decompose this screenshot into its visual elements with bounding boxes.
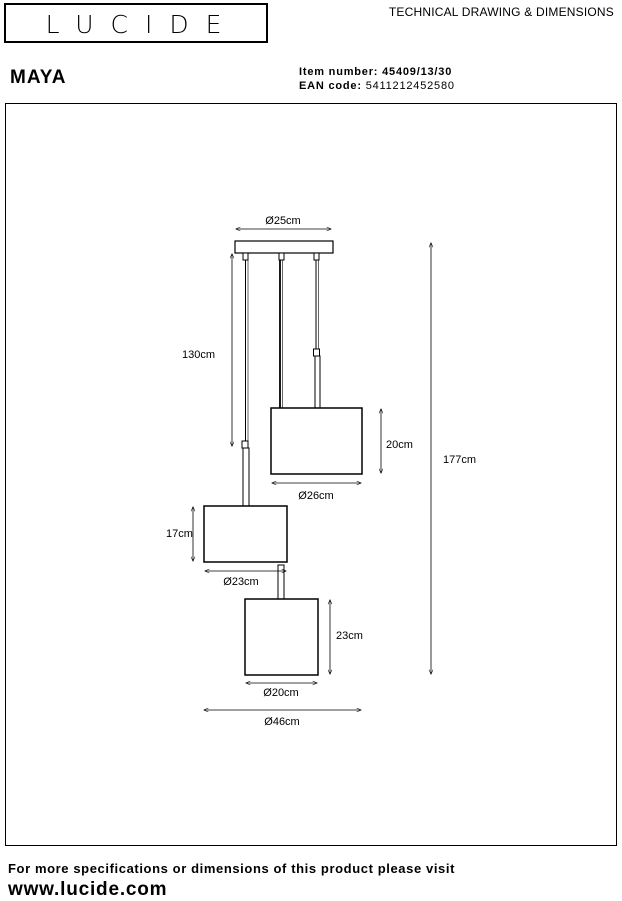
footer-note: For more specifications or dimensions of… xyxy=(8,861,456,876)
total-width-label: Ø46cm xyxy=(264,716,299,728)
shade-top xyxy=(270,407,363,475)
document-type: TECHNICAL DRAWING & DIMENSIONS xyxy=(388,5,614,19)
cable-right-rod xyxy=(314,355,321,409)
cable-right-connector xyxy=(313,348,320,357)
product-name: MAYA xyxy=(10,67,67,88)
shade-bottom-height-label: 23cm xyxy=(336,630,363,642)
ean-row: EAN code: 5411212452580 xyxy=(299,79,455,93)
item-number-row: Item number: 45409/13/30 xyxy=(299,65,455,79)
shade-middle xyxy=(203,505,288,563)
cable-anchor-right xyxy=(313,252,320,261)
cable-left-connector xyxy=(241,440,249,449)
shade-middle-diameter-label: Ø23cm xyxy=(223,576,258,588)
brand-logo-text: LUCIDE xyxy=(45,10,239,39)
cable-length-label: 130cm xyxy=(182,349,215,361)
shade-middle-height-label: 17cm xyxy=(166,528,193,540)
product-meta: Item number: 45409/13/30 EAN code: 54112… xyxy=(299,65,455,93)
shade-bottom xyxy=(244,598,319,676)
ean-label: EAN code: xyxy=(299,80,362,92)
shade-bottom-diameter-label: Ø20cm xyxy=(263,687,298,699)
cable-anchor-center xyxy=(278,252,285,261)
item-number-label: Item number: xyxy=(299,66,379,78)
ceiling-canopy xyxy=(234,240,334,254)
shade-top-height-label: 20cm xyxy=(386,439,413,451)
drawing-frame xyxy=(5,103,617,846)
canopy-diameter-label: Ø25cm xyxy=(265,215,300,227)
total-height-label: 177cm xyxy=(443,454,476,466)
ean-value: 5411212452580 xyxy=(365,80,455,92)
cable-left-rod xyxy=(242,447,250,507)
cable-center-rod xyxy=(277,564,285,600)
shade-top-diameter-label: Ø26cm xyxy=(298,490,333,502)
footer-url[interactable]: www.lucide.com xyxy=(8,879,168,900)
cable-anchor-left xyxy=(242,252,249,261)
brand-logo: LUCIDE xyxy=(4,3,268,43)
item-number-value: 45409/13/30 xyxy=(382,66,453,78)
